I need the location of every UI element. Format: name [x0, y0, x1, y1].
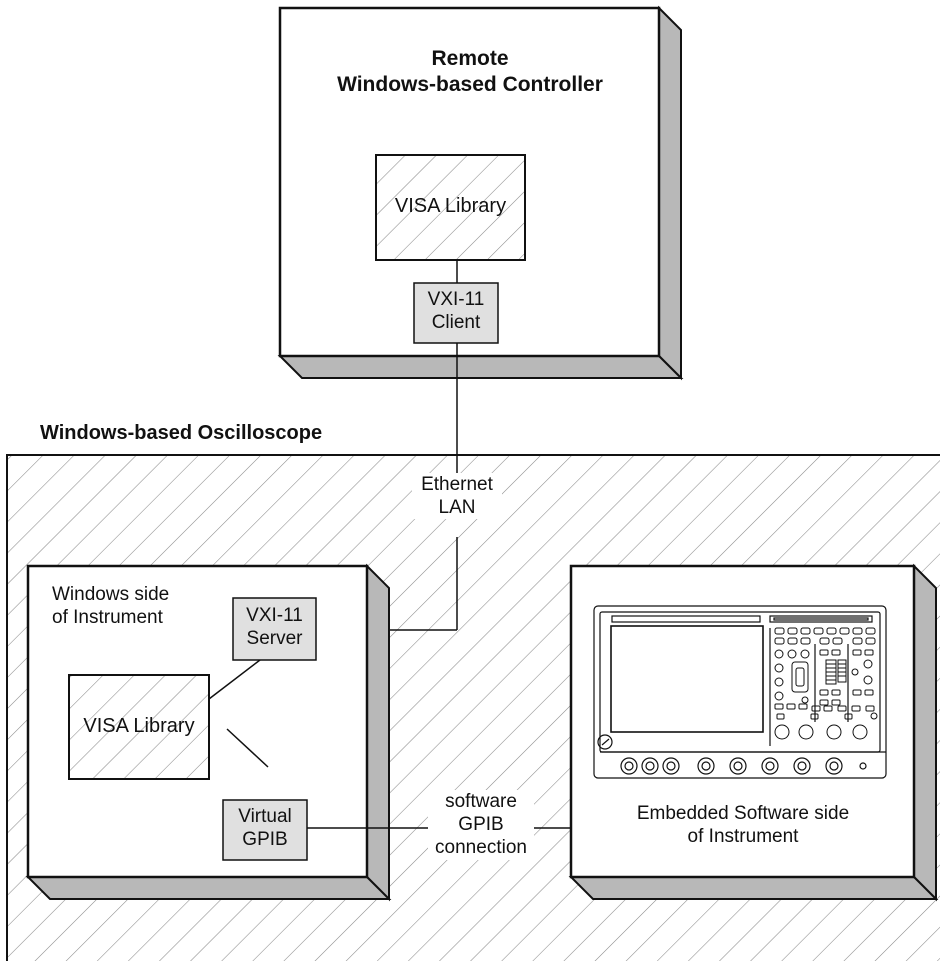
- virtual-gpib-box: [222, 799, 308, 861]
- vxi11-server-box: [232, 597, 317, 661]
- software-gpib-connection-label: software GPIB connection: [428, 790, 534, 860]
- instrument-visa-library-label: VISA Library: [83, 715, 195, 737]
- ethernet-lan-line2: LAN: [438, 497, 476, 519]
- software-gpib-line3: connection: [435, 837, 527, 859]
- windows-side-title: Windows side of Instrument: [52, 583, 212, 629]
- windows-side-title-line1: Windows side: [52, 584, 170, 605]
- remote-visa-library-label: VISA Library: [394, 195, 507, 217]
- remote-controller-title-line1: Remote: [431, 47, 509, 70]
- virtual-gpib-label: Virtual GPIB: [223, 805, 307, 851]
- windows-side-title-line2: of Instrument: [52, 607, 163, 629]
- ethernet-lan-line1: Ethernet: [421, 474, 493, 495]
- software-gpib-line1: software: [445, 791, 517, 812]
- vxi11-client-label: VXI-11 Client: [414, 288, 498, 334]
- virtual-gpib-line1: Virtual: [238, 806, 292, 827]
- oscilloscope-icon: [593, 605, 887, 779]
- software-gpib-line2: GPIB: [458, 814, 504, 836]
- remote-controller-title: Remote Windows-based Controller: [300, 46, 640, 97]
- ethernet-lan-label: Ethernet LAN: [412, 473, 502, 520]
- vxi11-server-label: VXI-11 Server: [233, 604, 316, 650]
- embedded-side-title: Embedded Software side of Instrument: [580, 802, 906, 848]
- remote-visa-library-box: [375, 154, 526, 261]
- vxi11-client-line1: VXI-11: [427, 289, 485, 310]
- instrument-visa-library-box: [68, 674, 210, 780]
- visa-server-link: [208, 659, 261, 700]
- virtual-gpib-line2: GPIB: [242, 829, 288, 851]
- oscilloscope-title: Windows-based Oscilloscope: [40, 421, 323, 446]
- embedded-side-title-line2: of Instrument: [687, 826, 799, 848]
- visa-virtual-gpib-link: [226, 728, 269, 768]
- remote-controller-title-line2: Windows-based Controller: [337, 72, 603, 96]
- vxi11-server-line2: Server: [246, 628, 303, 650]
- vxi11-server-line1: VXI-11: [246, 605, 303, 626]
- vxi11-client-box: [413, 282, 499, 344]
- embedded-side-title-line1: Embedded Software side: [636, 803, 850, 824]
- vxi11-client-line2: Client: [431, 312, 481, 334]
